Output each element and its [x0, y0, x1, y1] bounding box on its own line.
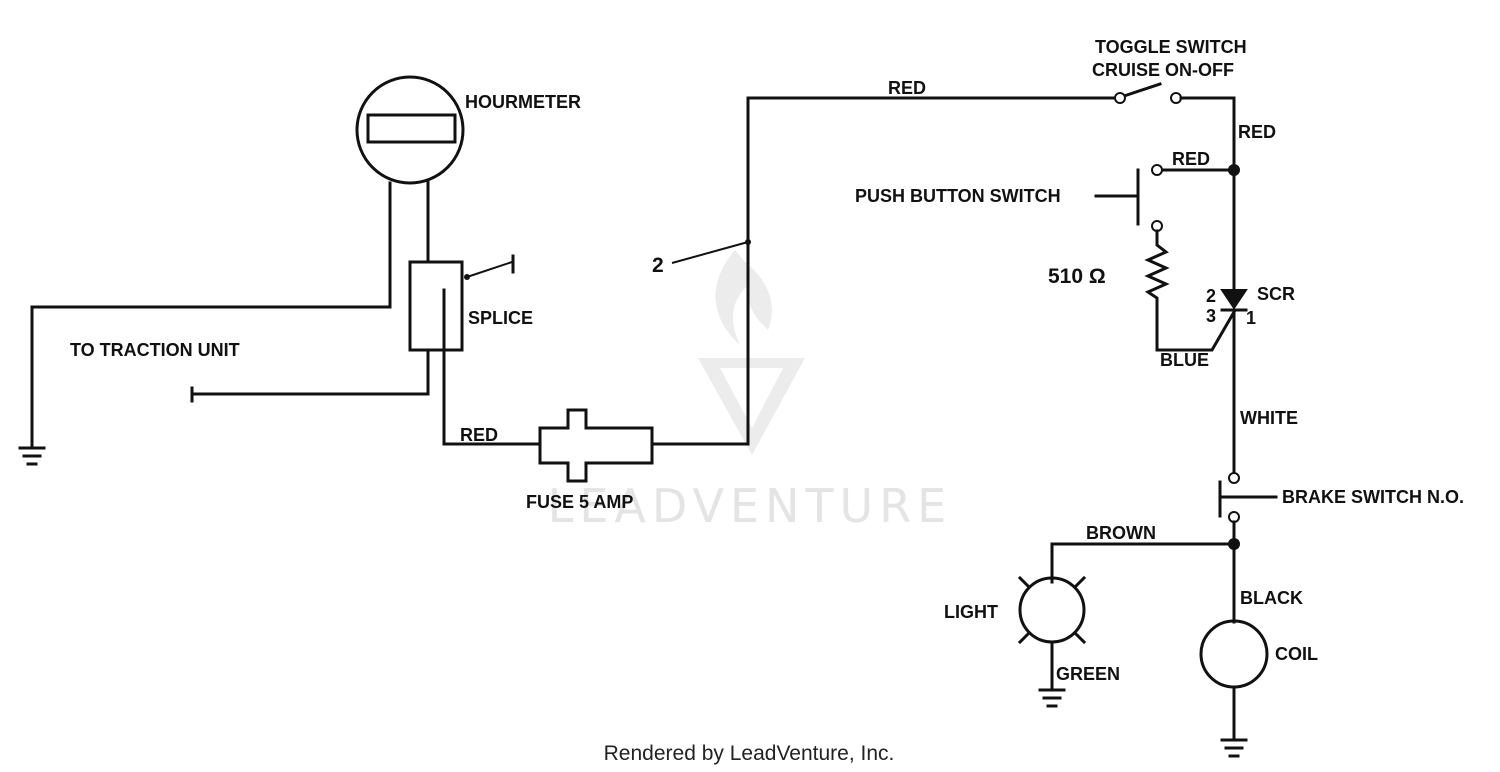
ground-symbol-left — [18, 446, 46, 466]
wire-color-red-vertical: RED — [1238, 122, 1276, 142]
brown-wire — [1050, 542, 1236, 584]
push-button-switch-label: PUSH BUTTON SWITCH — [855, 186, 1061, 206]
indicator-light — [1017, 575, 1087, 645]
splice-lead-traction — [190, 348, 430, 396]
coil — [1199, 619, 1269, 689]
splice-label: SPLICE — [468, 308, 533, 328]
hourmeter-label: HOURMETER — [465, 92, 581, 112]
brake-switch-normally-open — [1218, 472, 1278, 523]
wire-color-green: GREEN — [1056, 664, 1120, 684]
coil-label: COIL — [1275, 644, 1318, 664]
wire-color-red-splice: RED — [460, 425, 498, 445]
hourmeter-ground-wire — [30, 181, 392, 450]
fuse-label: FUSE 5 AMP — [526, 492, 633, 512]
hourmeter — [355, 75, 465, 185]
resistor-510-ohm — [1144, 229, 1237, 352]
ref-1-leader — [466, 261, 513, 278]
wire-color-red-top: RED — [888, 78, 926, 98]
push-button-switch — [1094, 164, 1163, 232]
toggle-switch-cruise — [1114, 82, 1182, 104]
scr-pin-3: 3 — [1206, 306, 1216, 326]
wire-color-black: BLACK — [1240, 588, 1303, 608]
watermark-v-logo — [698, 358, 805, 455]
watermark-text: LEADVENTURE — [548, 479, 953, 533]
ref-2-leader — [671, 241, 749, 264]
traction-unit-label: TO TRACTION UNIT — [70, 340, 240, 360]
splice — [408, 260, 464, 352]
scr-pin-2: 2 — [1206, 286, 1216, 306]
scr-thyristor — [1220, 289, 1248, 312]
wire-color-red-pushbutton: RED — [1172, 149, 1210, 169]
brake-switch-label: BRAKE SWITCH N.O. — [1282, 487, 1464, 507]
toggle-switch-label-line1: TOGGLE SWITCH — [1095, 37, 1247, 57]
splice-lead-red — [442, 288, 542, 446]
credit-text: Rendered by LeadVenture, Inc. — [604, 742, 895, 765]
ground-symbol-light — [1038, 688, 1066, 708]
red-wire-right-vertical — [1179, 96, 1236, 292]
scr-pin-1: 1 — [1246, 308, 1256, 328]
fuse-5-amp — [538, 408, 654, 483]
resistor-label: 510 Ω — [1048, 265, 1106, 288]
wire-color-white: WHITE — [1240, 408, 1298, 428]
wire-color-brown: BROWN — [1086, 523, 1156, 543]
red-wire-main — [650, 96, 1120, 446]
wire-color-blue: BLUE — [1160, 350, 1209, 370]
ref-2-label: 2 — [652, 254, 664, 277]
light-label: LIGHT — [944, 602, 998, 622]
scr-label: SCR — [1257, 284, 1295, 304]
leadventure-watermark: LEADVENTURE — [548, 250, 953, 533]
ground-symbol-coil — [1220, 738, 1248, 758]
toggle-switch-label-line2: CRUISE ON-OFF — [1092, 60, 1234, 80]
watermark-flame-logo — [715, 250, 772, 345]
